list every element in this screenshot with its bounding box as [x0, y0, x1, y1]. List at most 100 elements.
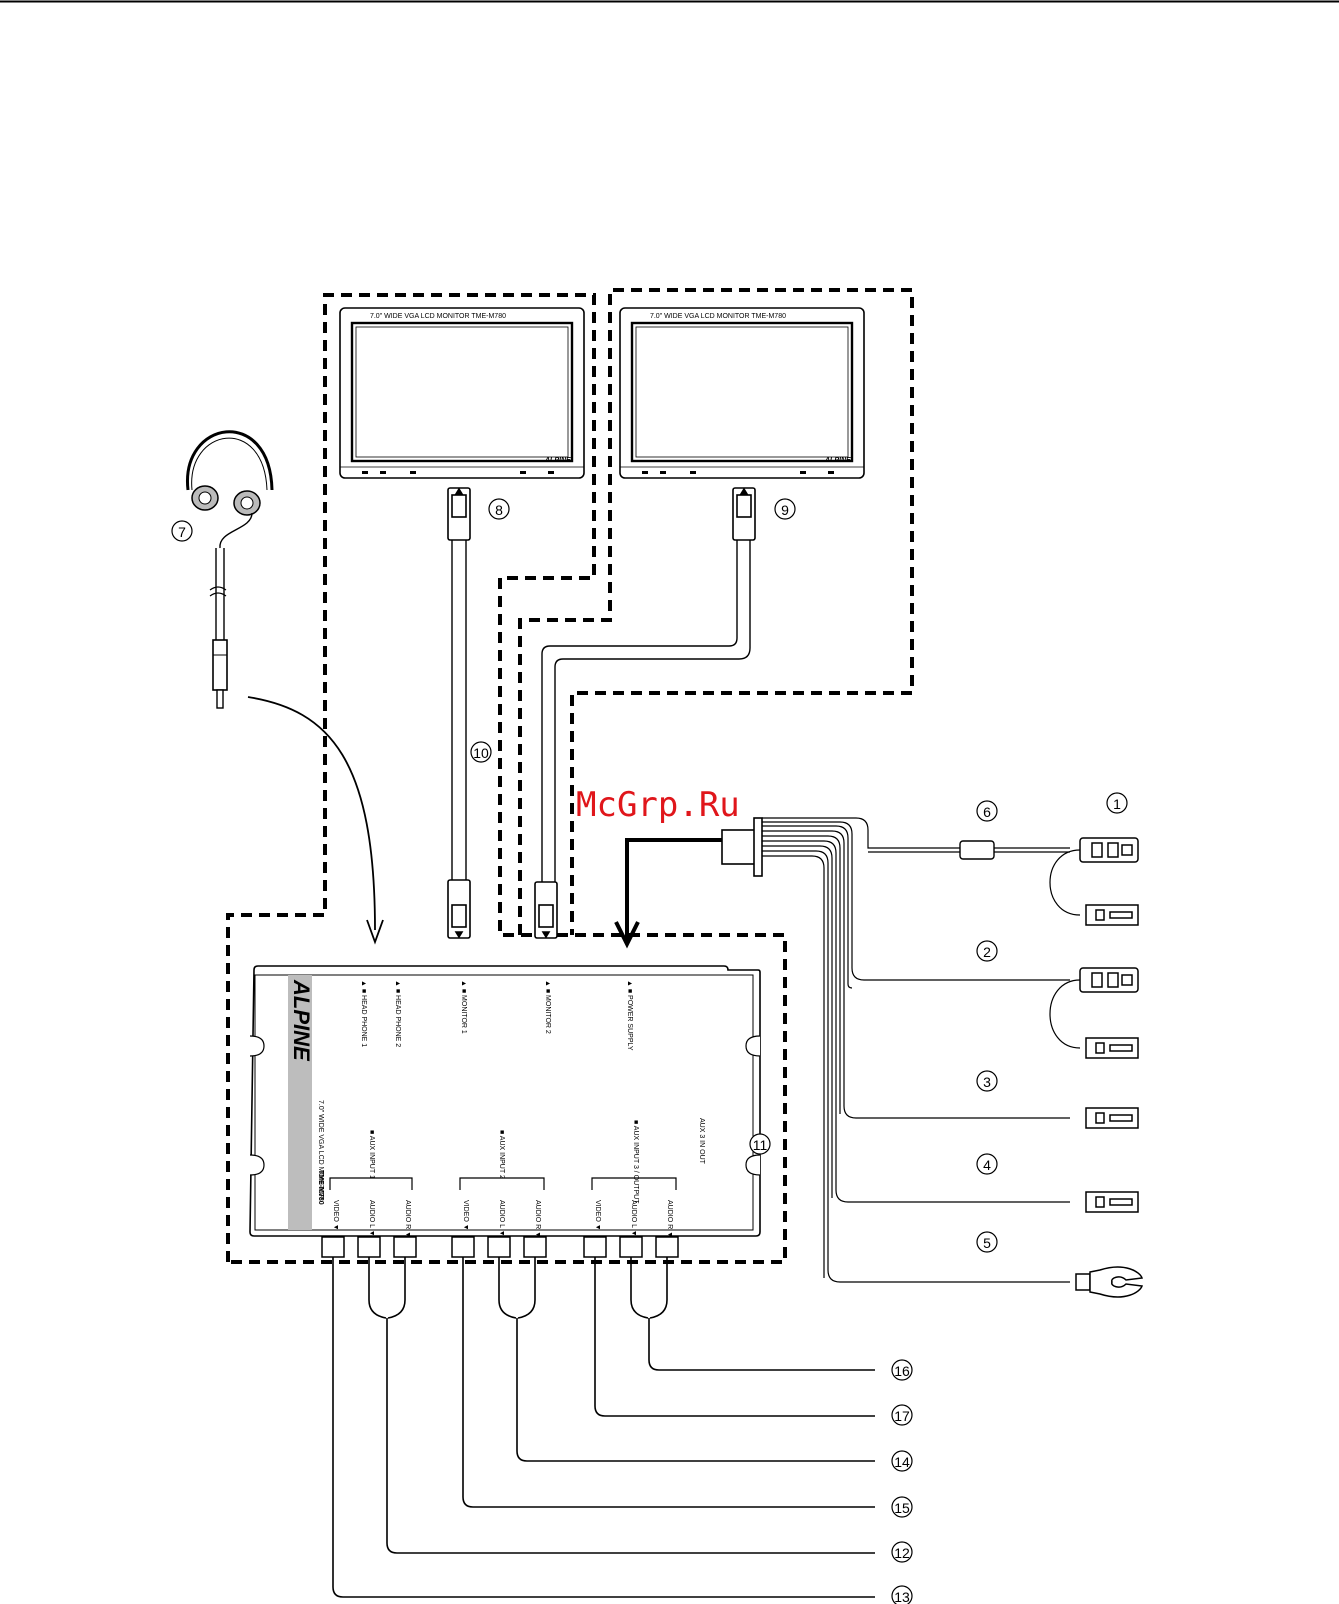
jack-labels: VIDEO ▼ AUDIO L ▼ AUDIO R ▼ VIDEO ▼ AUDI…: [332, 1200, 673, 1238]
port-headphone-1: HEAD PHONE 1: [360, 995, 367, 1047]
callout-11: 11: [749, 1133, 771, 1155]
aux-input-1-label: AUX INPUT 1: [368, 1136, 375, 1179]
unit-brand: ALPINE: [289, 979, 314, 1062]
callout-3: 3: [976, 1070, 998, 1092]
port-monitor-1: MONITOR 1: [460, 995, 467, 1034]
svg-text:AUDIO R ▼: AUDIO R ▼: [666, 1200, 673, 1238]
svg-text:▲ ■ HEAD PHONE 1: ▲ ■ HEAD PHONE 1: [360, 980, 367, 1047]
main-unit: ALPINE 7.0" WIDE VGA LCD MONITOR TME-M78…: [249, 965, 761, 1238]
svg-text:4: 4: [983, 1157, 991, 1173]
callout-7: 7: [171, 520, 193, 542]
rca-jacks: [321, 1236, 679, 1258]
callout-1: 1: [1106, 792, 1128, 814]
aux-input-2-label: AUX INPUT 2: [498, 1136, 505, 1179]
terminal-5-ring: [1075, 1266, 1144, 1298]
svg-text:6: 6: [983, 804, 991, 820]
svg-text:8: 8: [495, 502, 503, 518]
svg-text:1: 1: [1113, 796, 1121, 812]
terminal-1b: [1085, 904, 1139, 926]
jack-label-audio-r-2: AUDIO R: [534, 1200, 541, 1229]
svg-text:2: 2: [983, 944, 991, 960]
jack-label-audio-r-3: AUDIO R: [666, 1200, 673, 1229]
aux-input-3-label: AUX INPUT 3 / OUTPUT: [632, 1126, 639, 1204]
svg-text:AUDIO L ▼: AUDIO L ▼: [368, 1200, 375, 1237]
callout-8: 8: [488, 498, 510, 520]
top-port-labels: ▲ ■ HEAD PHONE 1 ▲ ■ HEAD PHONE 2 ▲ ■ MO…: [360, 980, 633, 1051]
svg-text:7.0" WIDE VGA LCD MONITOR TME: 7.0" WIDE VGA LCD MONITOR TME-M780: [650, 313, 786, 320]
jack-label-audio-l-3: AUDIO L: [630, 1200, 637, 1228]
svg-text:9: 9: [781, 502, 789, 518]
unit-model: TME-M780: [317, 1170, 324, 1205]
svg-text:▲ ■ POWER SUPPLY: ▲ ■ POWER SUPPLY: [626, 980, 633, 1051]
callout-12: 12: [891, 1541, 913, 1563]
terminal-2b: [1085, 1037, 1139, 1059]
callout-6: 6: [976, 800, 998, 822]
monitor-cables: [451, 540, 751, 882]
svg-text:15: 15: [894, 1500, 910, 1516]
jack-label-video-3: VIDEO: [594, 1200, 601, 1222]
terminal-2a: [1079, 967, 1139, 993]
svg-text:AUDIO R ▼: AUDIO R ▼: [404, 1200, 411, 1238]
svg-text:■ AUX INPUT 1: ■ AUX INPUT 1: [368, 1130, 375, 1179]
svg-text:16: 16: [894, 1363, 910, 1379]
svg-text:■ AUX INPUT 2: ■ AUX INPUT 2: [498, 1130, 505, 1179]
enclosure-monitor-2: [518, 288, 914, 935]
port-headphone-2: HEAD PHONE 2: [394, 995, 401, 1047]
jack-label-video-2: VIDEO: [462, 1200, 469, 1222]
jack-label-video-1: VIDEO: [332, 1200, 339, 1222]
aux-group-labels: ■ AUX INPUT 1 ■ AUX INPUT 2 ■ AUX INPUT …: [329, 1118, 705, 1204]
callout-15: 15: [891, 1496, 913, 1518]
monitor-2: 7.0" WIDE VGA LCD MONITOR TME-M780 ALPIN…: [619, 307, 865, 479]
jack-label-audio-l-2: AUDIO L: [498, 1200, 505, 1228]
svg-text:12: 12: [894, 1545, 910, 1561]
monitor-1-brand: ALPINE: [544, 457, 571, 464]
power-harness: [614, 817, 1081, 1283]
port-monitor-2: MONITOR 2: [544, 995, 551, 1034]
svg-text:▲ ■ HEAD PHONE 2: ▲ ■ HEAD PHONE 2: [394, 980, 401, 1047]
svg-text:17: 17: [894, 1408, 910, 1424]
callout-17: 17: [891, 1404, 913, 1426]
callout-14: 14: [891, 1450, 913, 1472]
terminal-4: [1085, 1191, 1139, 1213]
svg-text:7.0" WIDE VGA LCD MONITOR TME: 7.0" WIDE VGA LCD MONITOR TME-M780: [370, 313, 506, 320]
rca-leader-lines: [332, 1257, 875, 1598]
monitor-connectors: [447, 487, 756, 939]
callout-5: 5: [976, 1231, 998, 1253]
monitor-1: 7.0" WIDE VGA LCD MONITOR TME-M780 ALPIN…: [339, 307, 585, 479]
svg-text:AUDIO L ▼: AUDIO L ▼: [498, 1200, 505, 1237]
watermark: McGrp.Ru: [576, 785, 740, 825]
callout-2: 2: [976, 940, 998, 962]
aux3-switch-label: AUX 3 IN OUT: [698, 1118, 705, 1165]
svg-text:11: 11: [753, 1137, 768, 1153]
svg-text:▲ ■ MONITOR 1: ▲ ■ MONITOR 1: [460, 980, 467, 1034]
port-power-supply: POWER SUPPLY: [626, 995, 633, 1051]
callout-13: 13: [891, 1585, 913, 1604]
jack-label-audio-l-1: AUDIO L: [368, 1200, 375, 1228]
svg-text:5: 5: [983, 1235, 991, 1251]
callout-10: 10: [470, 741, 492, 763]
headphones: [186, 430, 384, 945]
terminal-3: [1085, 1107, 1139, 1129]
svg-text:3: 3: [983, 1074, 991, 1090]
callout-16: 16: [891, 1359, 913, 1381]
monitor-2-brand: ALPINE: [824, 457, 851, 464]
svg-text:VIDEO ▼: VIDEO ▼: [594, 1200, 601, 1231]
svg-text:14: 14: [894, 1454, 910, 1470]
svg-text:13: 13: [894, 1589, 910, 1604]
svg-text:▲ ■ MONITOR 2: ▲ ■ MONITOR 2: [544, 980, 551, 1034]
svg-text:AUDIO L ▼: AUDIO L ▼: [630, 1200, 637, 1237]
svg-text:■ AUX INPUT 3 / OUTPUT: ■ AUX INPUT 3 / OUTPUT: [632, 1120, 639, 1204]
svg-text:VIDEO ▼: VIDEO ▼: [462, 1200, 469, 1231]
dashed-enclosures: [226, 288, 914, 1264]
svg-text:VIDEO ▼: VIDEO ▼: [332, 1200, 339, 1231]
svg-text:7: 7: [178, 524, 186, 540]
jack-label-audio-r-1: AUDIO R: [404, 1200, 411, 1229]
terminal-1a: [1079, 837, 1139, 863]
callout-4: 4: [976, 1153, 998, 1175]
terminals: [1075, 837, 1144, 1298]
svg-text:10: 10: [473, 745, 489, 761]
svg-text:AUDIO R ▼: AUDIO R ▼: [534, 1200, 541, 1238]
callout-9: 9: [774, 498, 796, 520]
